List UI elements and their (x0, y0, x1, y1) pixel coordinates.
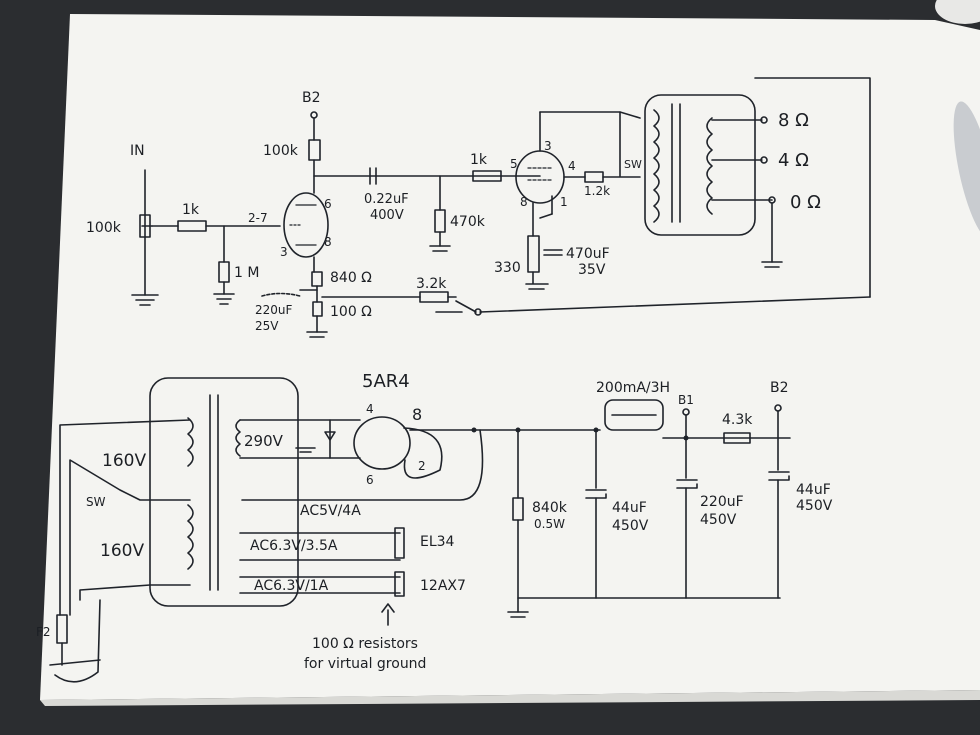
power-cathode-cap-value: 470uF (566, 246, 610, 262)
note-line-1: 100 Ω resistors (312, 636, 418, 652)
winding-rect-heater-label: AC5V/4A (300, 503, 361, 519)
bleeder-resistor-label: 840k (532, 500, 568, 516)
rect-pin-4: 4 (366, 402, 374, 416)
power-grid-leak-label: 470k (450, 214, 486, 230)
tap-8-label: 8 Ω (778, 110, 809, 131)
feedback-resistor-label: 100 Ω (330, 304, 372, 320)
cap3-voltage: 450V (796, 498, 833, 514)
power-pin-1: 1 (560, 195, 568, 209)
power-cathode-resistor-label: 330 (494, 260, 521, 276)
choke-symbol (604, 399, 664, 431)
rect-pin-8: 8 (412, 405, 422, 424)
cathode-resistor-label: 840 Ω (330, 270, 372, 286)
power-cathode-cap-voltage: 35V (578, 262, 606, 278)
preamp-pin-6: 6 (324, 197, 332, 211)
coupling-cap-voltage: 400V (370, 208, 404, 223)
volume-pot-label: 100k (86, 220, 122, 236)
screen-switch-label: SW (624, 158, 642, 171)
cathode-cap-voltage: 25V (255, 319, 279, 333)
rect-pin-2: 2 (418, 459, 426, 473)
output-transformer-outline (644, 94, 756, 236)
tap-0-label: 0 Ω (790, 192, 821, 213)
input-label: IN (130, 143, 145, 159)
power-pin-3: 3 (544, 139, 552, 153)
psu-schematic (49, 377, 791, 683)
coupling-cap-value: 0.22uF (364, 192, 409, 207)
rect-pin-6: 6 (366, 473, 374, 487)
rectifier-tube-symbol (353, 416, 411, 470)
grid-stopper-label: 1k (182, 202, 200, 218)
cap2-value: 220uF (700, 494, 744, 510)
b1-label: B1 (678, 393, 694, 407)
preamp-pin-3: 3 (280, 245, 288, 259)
cap2-voltage: 450V (700, 512, 737, 528)
grid-leak-label: 1 M (234, 265, 259, 281)
power-pin-8: 8 (520, 195, 528, 209)
amplifier-schematic (131, 77, 871, 338)
secondary-hv-label: 290V (244, 432, 284, 450)
tube-el34-label: EL34 (420, 534, 455, 550)
winding-12ax7-label: AC6.3V/1A (254, 578, 329, 594)
preamp-tube-symbol (283, 192, 329, 258)
cap1-voltage: 450V (612, 518, 649, 534)
paper-shadow-edge (40, 690, 980, 706)
primary-switch-label: SW (86, 495, 106, 509)
screen-resistor-label: 1.2k (584, 184, 610, 198)
paper-sheet (40, 14, 980, 700)
power-pin-4: 4 (568, 159, 576, 173)
pen-object (953, 101, 980, 239)
power-transformer-outline (149, 377, 299, 607)
winding-el34-label: AC6.3V/3.5A (250, 538, 338, 554)
dropping-resistor-label: 4.3k (722, 412, 753, 428)
power-grid-stopper-label: 1k (470, 152, 488, 168)
bleeder-power-label: 0.5W (534, 517, 565, 531)
plate-load-label: 100k (263, 143, 299, 159)
power-pin-5: 5 (510, 157, 518, 171)
b2-psu-label: B2 (770, 380, 789, 396)
tap-4-label: 4 Ω (778, 150, 809, 171)
fuse-label: F2 (36, 625, 51, 639)
primary-bottom-label: 160V (100, 541, 144, 561)
tube-12ax7-label: 12AX7 (420, 578, 466, 594)
preamp-pin-8: 8 (324, 235, 332, 249)
b2-top-label: B2 (302, 90, 321, 106)
cathode-cap-value: 220uF (255, 303, 293, 317)
preamp-pins-label: 2-7 (248, 211, 268, 225)
nfb-resistor-label: 3.2k (416, 276, 447, 292)
note-line-2: for virtual ground (304, 656, 426, 672)
cap3-value: 44uF (796, 482, 831, 498)
primary-top-label: 160V (102, 451, 146, 471)
choke-label: 200mA/3H (596, 380, 670, 396)
rectifier-label: 5AR4 (362, 371, 410, 392)
cup-object (935, 0, 980, 24)
cap1-value: 44uF (612, 500, 647, 516)
